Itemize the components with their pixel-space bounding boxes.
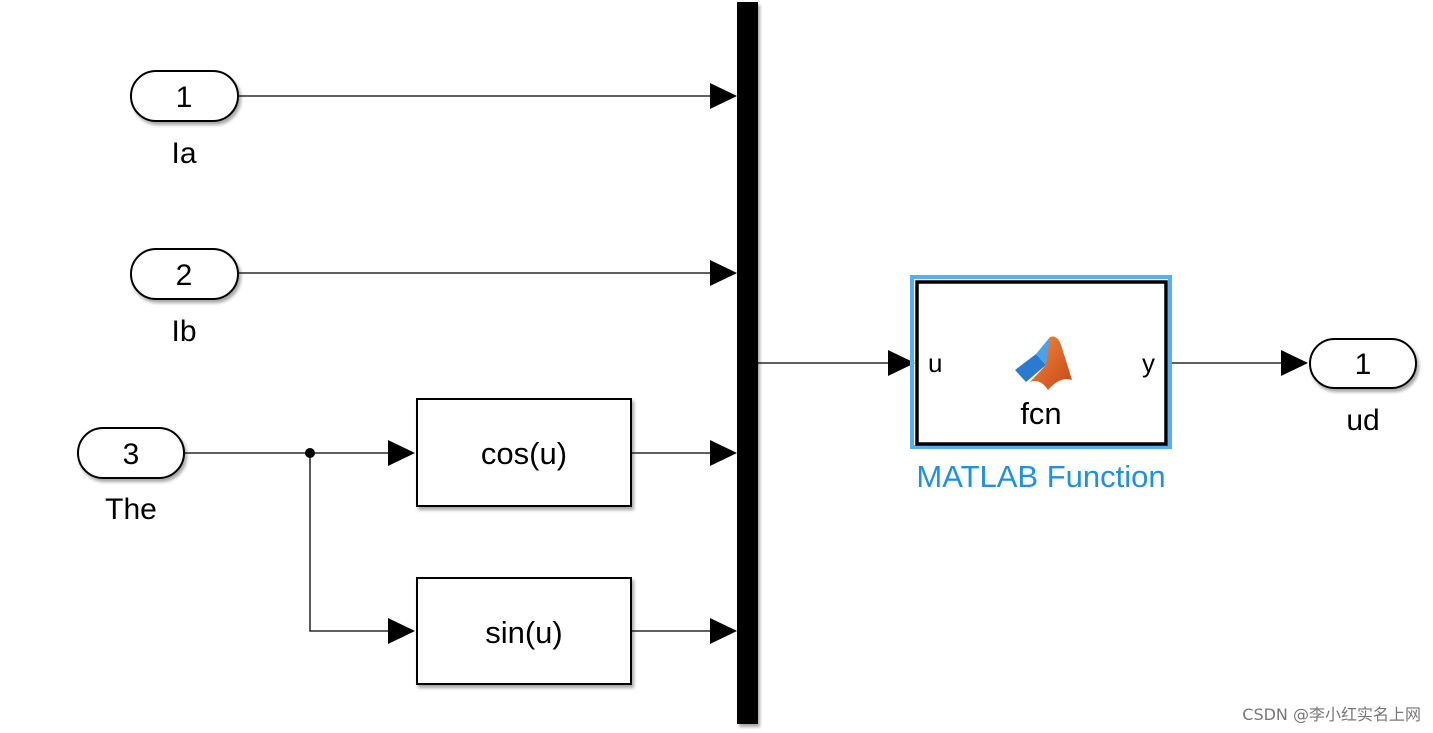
arrow-icon — [888, 350, 915, 376]
outport-number: 1 — [1355, 348, 1372, 381]
fcn-block-name: MATLAB Function — [916, 459, 1165, 494]
inport-label: Ib — [171, 315, 196, 348]
inport-number: 1 — [176, 81, 193, 114]
arrow-icon — [710, 440, 737, 466]
fcn-function-name: fcn — [1020, 396, 1061, 431]
inport-number: 3 — [123, 438, 140, 471]
selection-highlight — [910, 275, 1172, 449]
inport-the[interactable]: 3 The — [77, 427, 185, 526]
fcn-input-port-label: u — [928, 348, 942, 378]
arrowheads — [388, 83, 1308, 644]
matlab-function-block[interactable]: u y fcn MATLAB Function — [910, 275, 1172, 494]
arrow-icon — [710, 260, 737, 286]
arrow-icon — [1281, 350, 1308, 376]
arrow-icon — [710, 83, 737, 109]
signal-line-the-branch[interactable] — [309, 453, 390, 632]
matlab-logo-icon — [1015, 336, 1072, 390]
arrow-icon — [710, 618, 737, 644]
sin-block-label: sin(u) — [485, 615, 563, 650]
inport-ib[interactable]: 2 Ib — [130, 248, 239, 348]
outport-ud[interactable]: 1 ud — [1309, 338, 1417, 437]
inport-number: 2 — [176, 259, 193, 292]
arrow-icon — [388, 618, 415, 644]
inport-ia[interactable]: 1 Ia — [130, 70, 239, 170]
outport-label: ud — [1346, 404, 1379, 437]
cos-block[interactable]: cos(u) — [416, 398, 632, 507]
arrow-icon — [388, 440, 415, 466]
inport-label: The — [105, 493, 157, 526]
signal-lines — [184, 95, 1283, 632]
cos-block-label: cos(u) — [481, 436, 567, 471]
branch-point — [305, 448, 315, 458]
fcn-output-port-label: y — [1142, 348, 1155, 378]
sin-block[interactable]: sin(u) — [416, 577, 632, 685]
watermark: CSDN @李小红实名上网 — [1242, 705, 1421, 724]
mux-block[interactable] — [737, 2, 758, 724]
inport-label: Ia — [171, 137, 196, 170]
